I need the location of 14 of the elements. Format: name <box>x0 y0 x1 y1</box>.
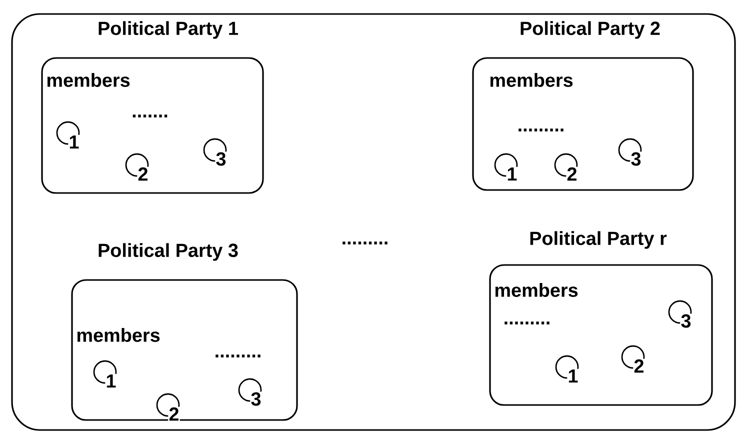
party-heading: Political Party 3 <box>98 243 238 261</box>
ellipsis: ....... <box>132 114 168 118</box>
ellipsis: ......... <box>518 128 564 132</box>
ellipsis: ......... <box>216 354 260 358</box>
party-heading: Political Party 2 <box>520 21 660 39</box>
ellipsis: ......... <box>504 322 550 324</box>
members-label: members <box>77 328 160 342</box>
members-label: members <box>495 283 578 297</box>
members-label: members <box>47 73 130 87</box>
ellipsis: ......... <box>342 242 388 244</box>
party-heading: Political Party 1 <box>98 21 238 39</box>
outer-box <box>11 13 736 431</box>
party-heading: Political Party r <box>530 231 667 249</box>
members-label: members <box>490 73 573 87</box>
